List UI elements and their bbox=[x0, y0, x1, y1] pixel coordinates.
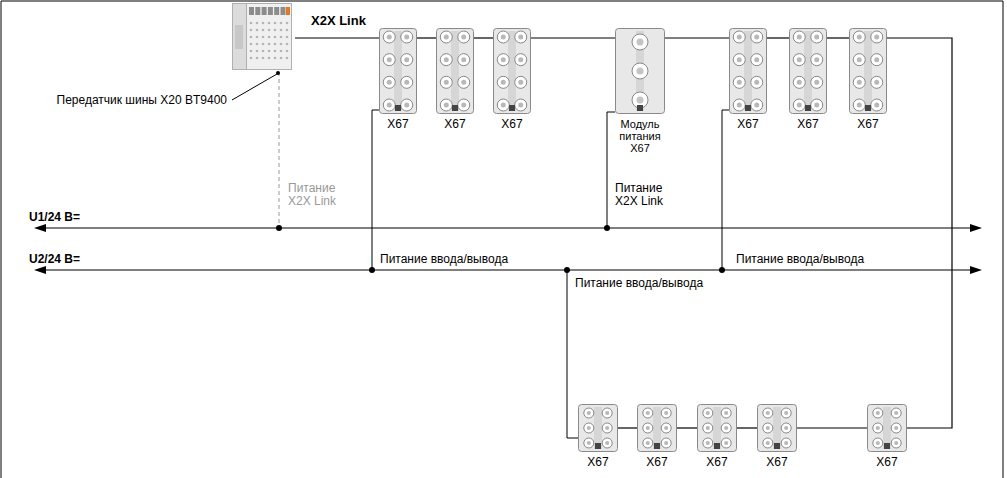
bus-transmitter: Передатчик шины X20 BT9400 bbox=[5, 2, 295, 114]
module-label: X67 bbox=[867, 456, 907, 469]
io-module: X67 bbox=[379, 28, 417, 132]
module-label: X67 bbox=[697, 456, 737, 469]
module-picture bbox=[379, 28, 417, 114]
module-label: X67 bbox=[436, 118, 474, 131]
voltage-label: U1/24 В= bbox=[28, 210, 81, 224]
module-picture bbox=[637, 404, 677, 452]
arrow-head bbox=[970, 266, 982, 274]
module-label: Передатчик шины X20 BT9400 bbox=[57, 94, 227, 107]
module-picture bbox=[493, 28, 531, 114]
io-module: X67 bbox=[436, 28, 474, 132]
bus-label: X2X Link bbox=[310, 14, 367, 28]
module-picture bbox=[729, 28, 767, 114]
module-label: X67 bbox=[789, 118, 827, 131]
x2x-link-cable bbox=[474, 37, 493, 38]
io-module: X67 bbox=[493, 28, 531, 132]
module-label: X67 bbox=[493, 118, 531, 131]
module-label: X67 bbox=[637, 456, 677, 469]
supply-label: Питание ввода/вывода bbox=[735, 252, 865, 266]
io-module: X67 bbox=[697, 404, 737, 470]
module-label: Модуль питания X67 bbox=[615, 118, 665, 154]
module-label: X67 bbox=[578, 456, 618, 469]
u1-line bbox=[44, 227, 972, 228]
io-module: X67 bbox=[578, 404, 618, 470]
arrow-head bbox=[34, 266, 46, 274]
supply-wire bbox=[567, 270, 578, 438]
io-module: X67 bbox=[729, 28, 767, 132]
module-picture bbox=[578, 404, 618, 452]
module-picture bbox=[436, 28, 474, 114]
power-module: Модуль питания X67 bbox=[615, 28, 665, 155]
module-picture bbox=[232, 3, 292, 70]
supply-wire bbox=[279, 72, 280, 228]
module-picture bbox=[789, 28, 827, 114]
junction-dot bbox=[604, 225, 610, 231]
supply-label: Питание X2X Link bbox=[287, 182, 351, 208]
io-module: X67 bbox=[789, 28, 827, 132]
supply-label: Питание ввода/вывода bbox=[379, 252, 509, 266]
io-module: X67 bbox=[867, 404, 907, 470]
leader-line bbox=[232, 74, 277, 100]
io-module: X67 bbox=[849, 28, 887, 132]
u2-line bbox=[44, 269, 972, 270]
junction-dot bbox=[719, 267, 725, 273]
module-picture bbox=[757, 404, 797, 452]
x2x-link-cable bbox=[797, 427, 867, 428]
junction-dot bbox=[276, 225, 282, 231]
module-picture bbox=[697, 404, 737, 452]
junction-dot bbox=[369, 267, 375, 273]
x2x-link-cable bbox=[531, 37, 615, 38]
supply-label: Питание X2X Link bbox=[614, 182, 678, 208]
io-module: X67 bbox=[757, 404, 797, 470]
module-picture bbox=[615, 28, 665, 114]
supply-label: Питание ввода/вывода bbox=[574, 276, 704, 290]
voltage-label: U2/24 В= bbox=[28, 252, 81, 266]
junction-dot bbox=[564, 267, 570, 273]
x2x-link-cable bbox=[767, 37, 789, 38]
leader-dot bbox=[276, 71, 280, 75]
x2x-link-cable bbox=[417, 37, 436, 38]
io-module: X67 bbox=[637, 404, 677, 470]
x2x-link-cable bbox=[618, 427, 637, 428]
x2x-link-cable bbox=[295, 37, 379, 38]
module-label: X67 bbox=[757, 456, 797, 469]
arrow-head bbox=[970, 224, 982, 232]
supply-wire bbox=[607, 112, 615, 228]
arrow-head bbox=[34, 224, 46, 232]
x2x-link-cable bbox=[665, 37, 729, 38]
x2x-link-cable bbox=[677, 427, 697, 428]
supply-wire bbox=[372, 110, 379, 270]
module-label: X67 bbox=[729, 118, 767, 131]
module-picture bbox=[867, 404, 907, 452]
supply-wire bbox=[722, 110, 729, 270]
module-label: X67 bbox=[849, 118, 887, 131]
x2x-link-cable bbox=[737, 427, 757, 428]
x2x-link-cable bbox=[827, 37, 849, 38]
module-label: X67 bbox=[379, 118, 417, 131]
x2x-link-cable bbox=[887, 38, 952, 428]
module-picture bbox=[849, 28, 887, 114]
